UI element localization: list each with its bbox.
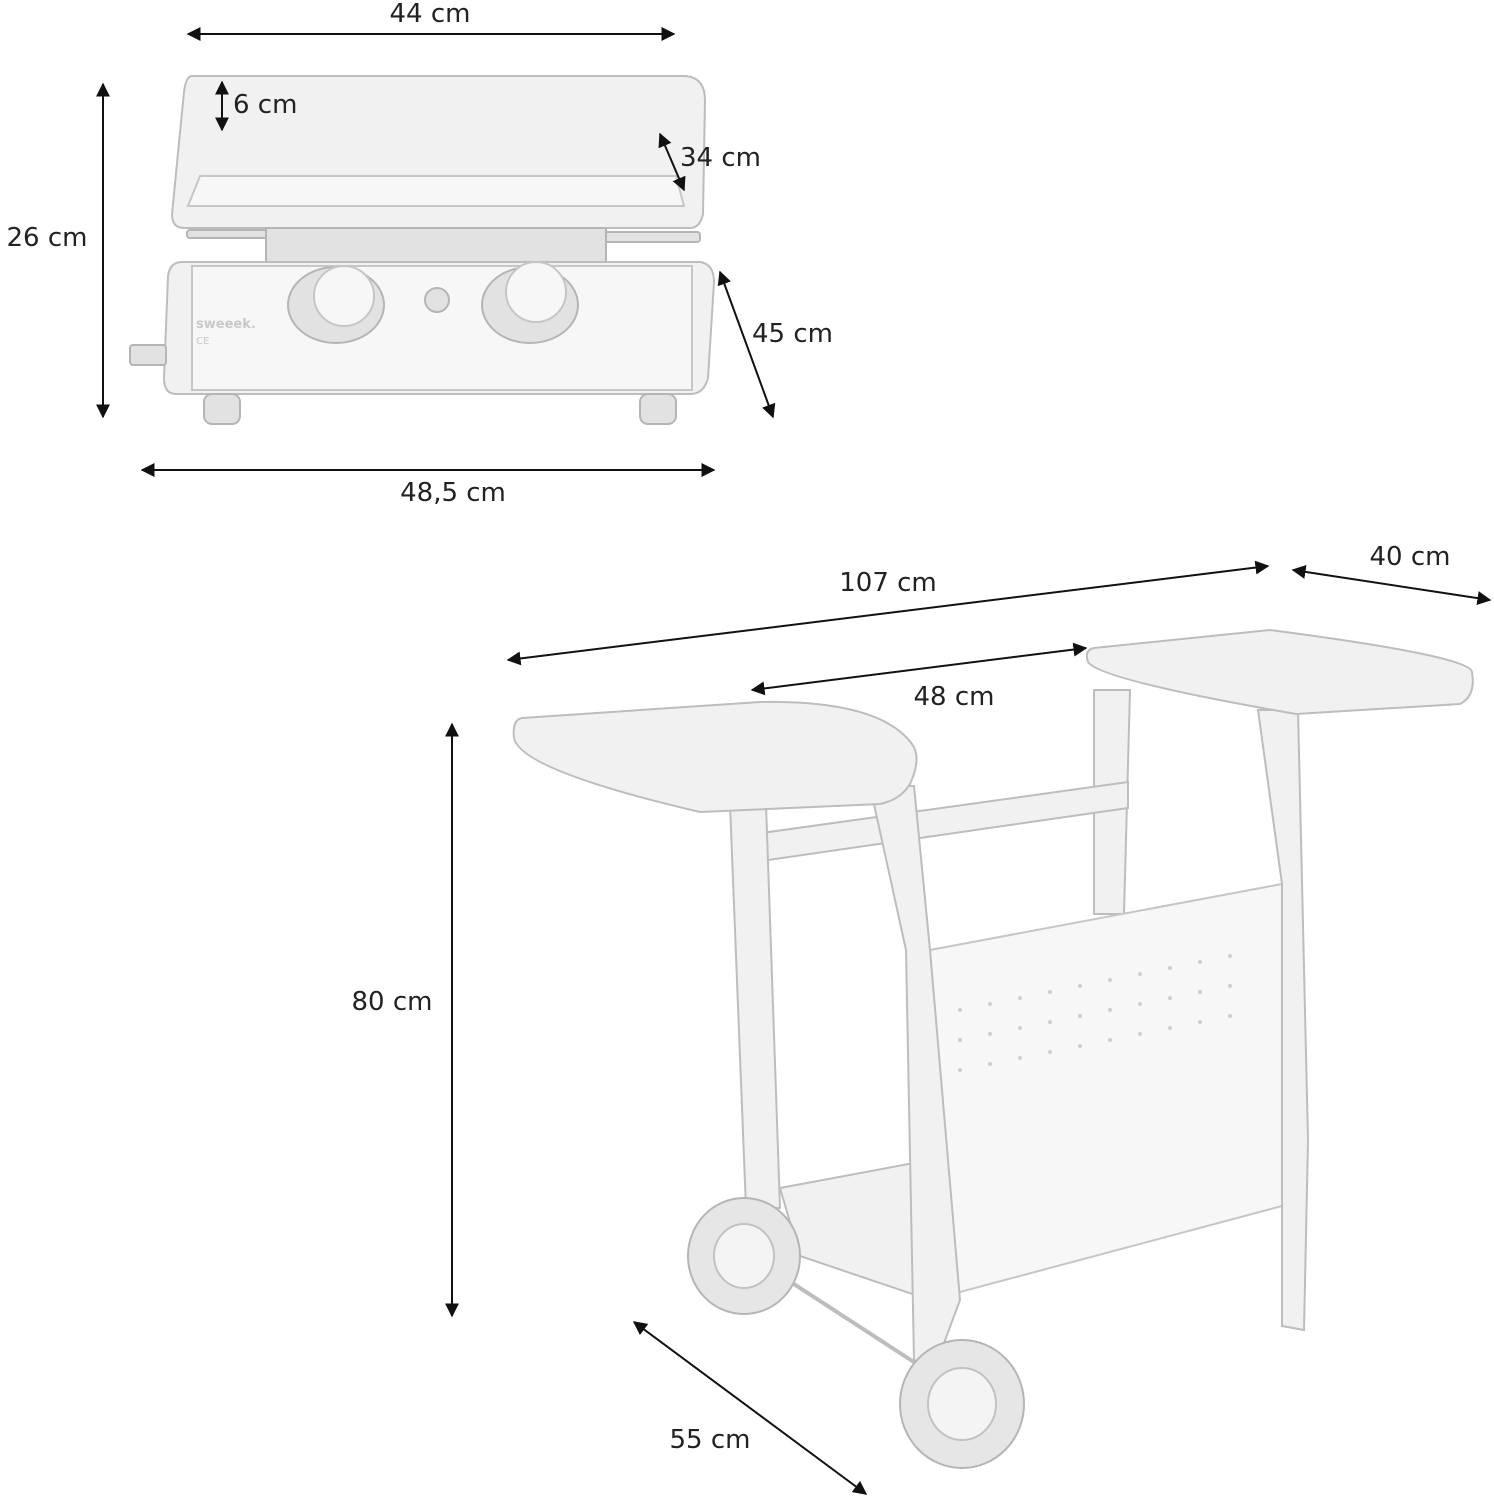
trolley-right-shelf bbox=[1085, 628, 1474, 716]
trolley-leg-front-right bbox=[868, 785, 962, 1372]
plancha-handle-left bbox=[186, 229, 268, 239]
plancha-illustration: sweeek. CE bbox=[129, 75, 716, 425]
label-total-width: 107 cm bbox=[839, 568, 937, 598]
plancha-handle-right bbox=[599, 231, 701, 243]
plancha-support bbox=[265, 227, 607, 263]
igniter-button bbox=[424, 287, 450, 313]
label-plate-depth: 34 cm bbox=[680, 143, 761, 173]
trolley-bottom-shelf bbox=[778, 1158, 931, 1302]
trolley-left-shelf bbox=[512, 700, 918, 814]
label-depth: 45 cm bbox=[752, 319, 833, 349]
plancha-brand-logo: sweeek. bbox=[196, 317, 256, 332]
plancha-ce-mark: CE bbox=[196, 336, 209, 347]
plancha-foot-right bbox=[639, 393, 677, 425]
label-inner-width: 48 cm bbox=[914, 682, 995, 712]
label-trolley-depth: 55 cm bbox=[670, 1425, 751, 1455]
trolley-perforations bbox=[958, 954, 1232, 1072]
label-total-height: 26 cm bbox=[7, 223, 88, 253]
arrow-total-width bbox=[506, 560, 1270, 666]
right-knob bbox=[505, 261, 567, 323]
trolley-wheel-right bbox=[899, 1339, 1025, 1469]
trolley-wheel-left bbox=[687, 1197, 801, 1315]
gas-connector bbox=[129, 344, 167, 366]
arrow-depth bbox=[717, 270, 776, 419]
trolley-leg-front-left bbox=[728, 803, 782, 1209]
plancha-foot-left bbox=[203, 393, 241, 425]
left-knob bbox=[313, 265, 375, 327]
label-shelf-depth: 40 cm bbox=[1370, 542, 1451, 572]
trolley-back-panel bbox=[929, 882, 1283, 1302]
label-width-bottom: 48,5 cm bbox=[400, 478, 506, 508]
arrow-shelf-depth bbox=[1291, 564, 1492, 606]
arrow-plate-depth bbox=[658, 132, 686, 192]
plancha-plate-inner bbox=[186, 175, 686, 207]
label-width-top: 44 cm bbox=[390, 0, 471, 29]
trolley-illustration bbox=[512, 628, 1474, 1469]
plancha-front-panel bbox=[191, 265, 693, 391]
label-edge-height: 6 cm bbox=[233, 90, 297, 120]
arrow-inner-width bbox=[750, 642, 1088, 696]
arrow-trolley-depth bbox=[632, 1321, 868, 1495]
label-height: 80 cm bbox=[352, 987, 433, 1017]
